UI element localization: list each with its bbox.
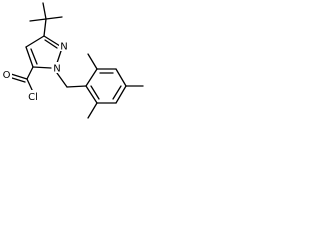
bond-ar-c6-c1-inner bbox=[90, 85, 100, 100]
bond-tbu-methyl-right bbox=[45, 16, 63, 20]
bond-carbonyl-oxygen-double-inner bbox=[11, 77, 26, 83]
atom-label-n2: N bbox=[59, 40, 69, 53]
atom-label-n2-text: N bbox=[60, 42, 67, 53]
bond-n1-methylene bbox=[56, 72, 68, 88]
bond-c3-n2-double-inner bbox=[44, 39, 58, 49]
acyl-chloride-group bbox=[10, 66, 34, 93]
bond-tbu-methyl-left bbox=[29, 18, 47, 22]
bond-ar-methyl-bottom bbox=[87, 102, 98, 119]
bond-carbonyl-oxygen-double bbox=[10, 73, 28, 80]
bond-c3-n2-double bbox=[43, 35, 61, 47]
bond-ar-c1-c2 bbox=[85, 68, 98, 87]
atom-label-chlorine-text: Cl bbox=[28, 92, 38, 103]
bond-c5-c4-double-inner bbox=[30, 48, 38, 65]
mesityl-ring bbox=[85, 53, 144, 119]
bond-carbonyl-chlorine bbox=[26, 78, 34, 93]
atom-label-n1: N bbox=[52, 62, 62, 75]
bond-c5-c4-double bbox=[25, 46, 34, 68]
atom-label-n1-text: N bbox=[53, 64, 60, 75]
bond-ar-c6-c1 bbox=[85, 85, 98, 104]
bond-methylene-aryl bbox=[66, 85, 87, 88]
bond-tbu-methyl-top bbox=[42, 2, 47, 20]
atom-label-oxygen-text: O bbox=[3, 70, 11, 81]
bond-c3-c4 bbox=[25, 35, 45, 48]
chemical-structure-diagram: N N O Cl bbox=[1, 2, 144, 119]
bond-ar-c4-c5-inner bbox=[112, 85, 122, 100]
bond-ar-c4-c5 bbox=[115, 85, 127, 104]
atom-label-chlorine: Cl bbox=[25, 90, 40, 103]
bond-ar-c3-c4 bbox=[115, 68, 127, 87]
bond-tbu-quaternary-to-ring bbox=[43, 18, 47, 37]
bond-ar-methyl-top bbox=[87, 53, 98, 70]
bond-c5-carbonyl bbox=[26, 66, 34, 80]
bond-n1-c5 bbox=[32, 66, 52, 69]
atom-label-oxygen: O bbox=[1, 68, 12, 81]
tert-butyl-group bbox=[29, 2, 63, 37]
